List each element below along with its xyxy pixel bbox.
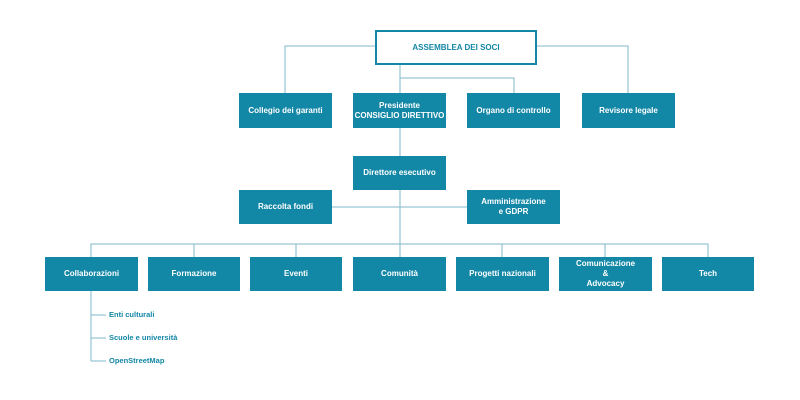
revisore-legale-box: Revisore legale (582, 93, 675, 128)
collaborazioni-box: Collaborazioni (45, 257, 138, 291)
comunicazione-advocacy-box: Comunicazione & Advocacy (559, 257, 652, 291)
formazione-box: Formazione (148, 257, 240, 291)
organo-di-controllo-box: Organo di controllo (467, 93, 560, 128)
tech-box: Tech (662, 257, 754, 291)
progetti-nazionali-box: Progetti nazionali (456, 257, 549, 291)
enti-culturali-label: Enti culturali (109, 310, 155, 319)
comunita-box: Comunità (353, 257, 446, 291)
raccolta-fondi-box: Raccolta fondi (239, 190, 332, 224)
direttore-esecutivo-box: Direttore esecutivo (353, 156, 446, 190)
scuole-universita-label: Scuole e università (109, 333, 178, 342)
eventi-box: Eventi (250, 257, 342, 291)
collegio-dei-garanti-box: Collegio dei garanti (239, 93, 332, 128)
assemblea-dei-soci-box: ASSEMBLEA DEI SOCI (375, 30, 537, 65)
amministrazione-gdpr-box: Amministrazione e GDPR (467, 190, 560, 224)
presidente-box: Presidente CONSIGLIO DIRETTIVO (353, 93, 446, 128)
openstreetmap-label: OpenStreetMap (109, 356, 165, 365)
